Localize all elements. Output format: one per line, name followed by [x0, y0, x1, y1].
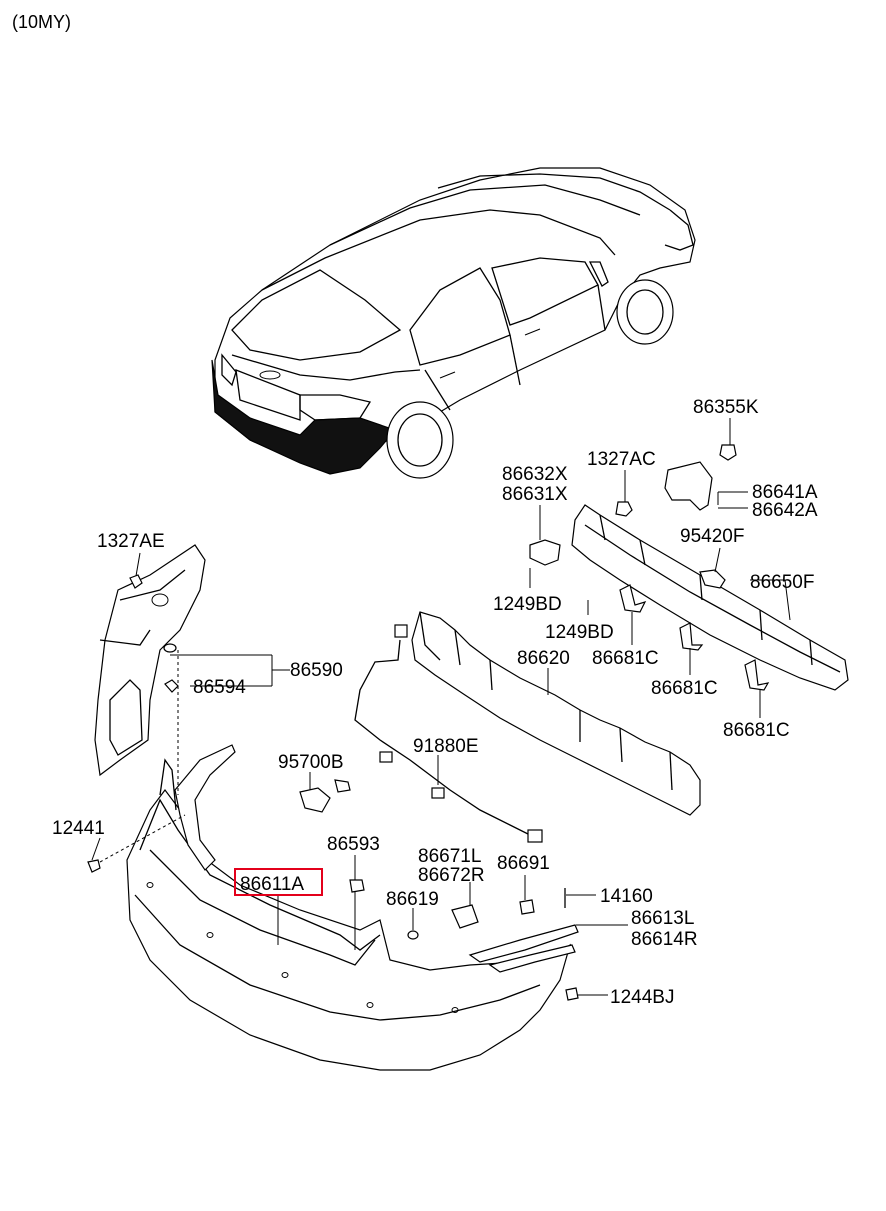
part-label-95420F[interactable]: 95420F	[680, 526, 744, 547]
part-label-95700B[interactable]: 95700B	[278, 752, 344, 773]
part-label-86614R[interactable]: 86614R	[631, 929, 698, 950]
part-label-86355K[interactable]: 86355K	[693, 397, 759, 418]
part-label-86593[interactable]: 86593	[327, 834, 380, 855]
part-label-14160[interactable]: 14160	[600, 886, 653, 907]
part-label-1327AC[interactable]: 1327AC	[587, 449, 656, 470]
part-label-1249BD-a[interactable]: 1249BD	[493, 594, 562, 615]
part-label-86671L[interactable]: 86671L	[418, 846, 481, 867]
part-label-86619[interactable]: 86619	[386, 889, 439, 910]
part-label-1327AE[interactable]: 1327AE	[97, 531, 165, 552]
part-label-86594[interactable]: 86594	[193, 677, 246, 698]
rear-bumper-cover	[126, 744, 579, 1071]
part-label-86611A[interactable]: 86611A	[240, 874, 304, 895]
small-parts	[87, 444, 770, 1001]
part-label-86613L[interactable]: 86613L	[631, 908, 694, 929]
part-label-86691[interactable]: 86691	[497, 853, 550, 874]
part-label-86650F[interactable]: 86650F	[750, 572, 814, 593]
part-label-86632X[interactable]: 86632X	[502, 464, 568, 485]
car-illustration	[211, 167, 696, 479]
part-label-86620[interactable]: 86620	[517, 648, 570, 669]
part-label-86590[interactable]: 86590	[290, 660, 343, 681]
part-label-86681C-b[interactable]: 86681C	[651, 678, 718, 699]
left-side-bracket	[94, 544, 206, 777]
part-labels: 86355K 1327AC 86632X 86631X 86641A 86642…	[52, 397, 818, 1008]
part-label-12441[interactable]: 12441	[52, 818, 105, 839]
part-label-86672R[interactable]: 86672R	[418, 865, 485, 886]
model-year-label: (10MY)	[12, 12, 71, 32]
part-label-91880E[interactable]: 91880E	[413, 736, 479, 757]
part-label-86642A[interactable]: 86642A	[752, 500, 818, 521]
part-label-86681C-a[interactable]: 86681C	[592, 648, 659, 669]
leader-lines	[91, 418, 791, 996]
energy-absorber	[411, 611, 701, 816]
part-label-1249BD-b[interactable]: 1249BD	[545, 622, 614, 643]
part-label-86641A[interactable]: 86641A	[752, 482, 818, 503]
part-label-86631X[interactable]: 86631X	[502, 484, 568, 505]
highlight-box-86611A	[234, 868, 323, 896]
part-label-86681C-c[interactable]: 86681C	[723, 720, 790, 741]
part-label-1244BJ[interactable]: 1244BJ	[610, 987, 674, 1008]
bumper-beam	[571, 504, 849, 691]
